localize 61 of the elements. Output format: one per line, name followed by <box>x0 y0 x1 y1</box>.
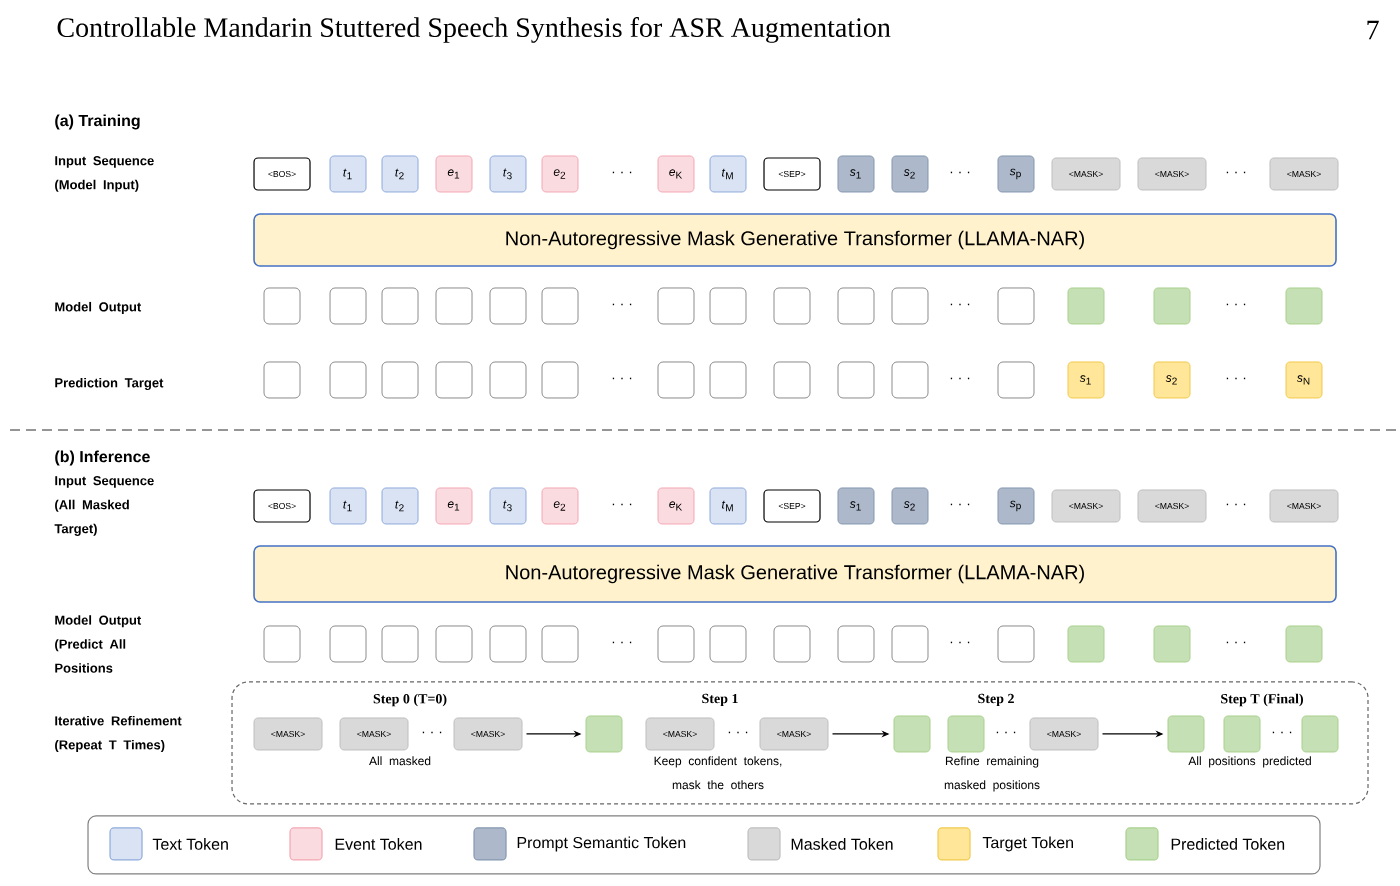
empty-output-box <box>997 361 1035 399</box>
empty-output-box <box>773 287 811 325</box>
empty-output-box <box>329 361 367 399</box>
empty-output-box <box>263 625 301 663</box>
predicted-box <box>1285 625 1323 663</box>
empty-output-box <box>541 361 579 399</box>
transformer-box: Non-Autoregressive Mask Generative Transformer (LLAMA-NAR) <box>253 213 1337 267</box>
empty-output-box <box>263 287 301 325</box>
legend-label: Masked Token <box>791 838 893 850</box>
empty-output-box <box>837 361 875 399</box>
empty-output-box <box>709 287 747 325</box>
legend-label: Predicted Token <box>1171 838 1285 850</box>
empty-output-box <box>891 287 929 325</box>
predicted-box <box>1223 715 1261 753</box>
empty-output-box <box>773 625 811 663</box>
predicted-box <box>1285 287 1323 325</box>
empty-output-box <box>657 625 695 663</box>
empty-output-box <box>709 625 747 663</box>
empty-output-box <box>773 361 811 399</box>
empty-output-box <box>489 361 527 399</box>
empty-output-box <box>709 361 747 399</box>
predicted-box <box>585 715 623 753</box>
predicted-box <box>1067 287 1105 325</box>
legend-label: Event Token <box>335 838 422 850</box>
empty-output-box <box>541 625 579 663</box>
predicted-box <box>947 715 985 753</box>
empty-output-box <box>329 287 367 325</box>
empty-output-box <box>657 287 695 325</box>
page-header: Controllable Mandarin Stuttered Speech Synthesis for ASR Augmentation <box>57 17 891 43</box>
legend-label: Text Token <box>152 838 228 850</box>
empty-output-box <box>435 625 473 663</box>
predicted-box <box>1067 625 1105 663</box>
empty-output-box <box>329 625 367 663</box>
empty-output-box <box>381 361 419 399</box>
transformer-box: Non-Autoregressive Mask Generative Transformer (LLAMA-NAR) <box>253 545 1337 603</box>
section-heading: (b) Inference <box>55 450 150 466</box>
empty-output-box <box>837 625 875 663</box>
predicted-box <box>1301 715 1339 753</box>
page-number: 7 <box>1367 20 1379 40</box>
empty-output-box <box>489 625 527 663</box>
empty-output-box <box>657 361 695 399</box>
empty-output-box <box>541 287 579 325</box>
predicted-box <box>1167 715 1205 753</box>
empty-output-box <box>263 361 301 399</box>
empty-output-box <box>381 287 419 325</box>
legend-label: Target Token <box>982 836 1073 852</box>
empty-output-box <box>891 625 929 663</box>
empty-output-box <box>381 625 419 663</box>
empty-output-box <box>435 361 473 399</box>
predicted-box <box>893 715 931 753</box>
empty-output-box <box>435 287 473 325</box>
legend-label: Prompt Semantic Token <box>517 836 686 852</box>
predicted-box <box>1153 287 1191 325</box>
refinement-frame <box>231 681 1369 805</box>
section-heading: (a) Training <box>55 114 140 130</box>
empty-output-box <box>997 625 1035 663</box>
empty-output-box <box>489 287 527 325</box>
predicted-box <box>1153 625 1191 663</box>
empty-output-box <box>891 361 929 399</box>
empty-output-box <box>837 287 875 325</box>
empty-output-box <box>997 287 1035 325</box>
